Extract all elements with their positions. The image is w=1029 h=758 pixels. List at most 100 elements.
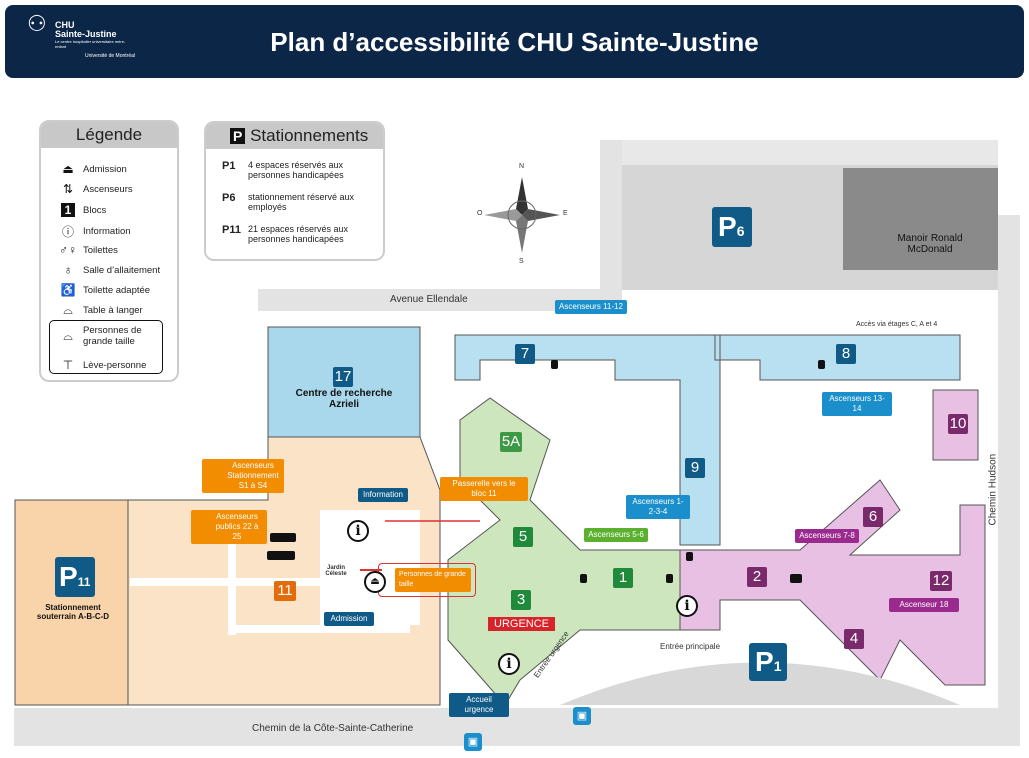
legend-label: Table à langer — [83, 305, 143, 316]
logo-name: CHU — [55, 20, 75, 30]
elevator-icon — [580, 574, 587, 583]
logo-tagline: Le centre hospitalier universitaire mère… — [55, 39, 126, 49]
elevator-icon: ⇅ — [62, 182, 74, 196]
road-side — [600, 140, 622, 310]
elevator-icon — [551, 360, 558, 369]
elevator-icon — [686, 552, 693, 561]
admission-icon[interactable]: ⏏ — [364, 571, 386, 593]
elevator-icon — [267, 551, 295, 560]
compass-rose-icon — [484, 177, 560, 253]
block-10[interactable]: 10 — [948, 414, 968, 434]
road-ellendale — [258, 289, 603, 311]
pink-zone — [679, 479, 986, 686]
toilets-icon: ♂♀ — [59, 243, 77, 257]
callout-passerelle[interactable]: Passerelle vers le bloc 11 — [440, 477, 528, 501]
callout-information[interactable]: Information — [358, 488, 408, 502]
block-2[interactable]: 2 — [747, 567, 767, 587]
road-cote — [14, 708, 1020, 746]
legend-label: Ascenseurs — [83, 183, 133, 195]
elevator-icon — [818, 360, 825, 369]
elevator-icon — [270, 533, 296, 542]
legend-label: Toilettes — [83, 244, 118, 256]
callout-asc-7-8[interactable]: Ascenseurs 7-8 — [795, 529, 859, 543]
parking-p1-sign: P1 — [749, 643, 787, 681]
block-4[interactable]: 4 — [844, 629, 864, 649]
callout-accueil-urgence[interactable]: Accueil urgence — [449, 693, 509, 717]
callout-asc-22-25[interactable]: Ascenseurs publics 22 à 25 — [191, 510, 267, 544]
elevator-icon — [666, 574, 673, 583]
page-title: Plan d’accessibilité CHU Sainte-Justine — [270, 27, 759, 57]
building-17-label: Centre de recherche Azrieli — [295, 388, 393, 410]
entree-principale-label: Entrée principale — [660, 642, 721, 651]
p11-label: Stationnement souterrain A-B-C-D — [36, 603, 110, 621]
green-zone — [447, 397, 681, 706]
parking-lot-p1 — [560, 662, 960, 705]
elevator-icon — [790, 574, 802, 583]
compass-o: O — [477, 210, 483, 217]
compass-n: N — [519, 163, 525, 170]
legend-label: Toilette adaptée — [83, 284, 151, 296]
callout-asc-18[interactable]: Ascenseur 18 — [889, 598, 959, 612]
manoir-building — [843, 168, 998, 270]
information-icon[interactable]: i — [347, 520, 369, 542]
information-icon[interactable]: i — [498, 653, 520, 675]
changing-table-icon: ⌓ — [63, 303, 73, 317]
information-icon: ⓘ — [61, 225, 74, 239]
legend-group-border — [49, 320, 163, 374]
parking-code: P11 — [222, 224, 241, 236]
callout-asc-stationnement[interactable]: Ascenseurs Stationnement S1 à S4 — [202, 459, 284, 493]
callout-asc-5-6[interactable]: Ascenseurs 5-6 — [584, 528, 648, 542]
accessible-toilet-icon: ♿ — [60, 283, 76, 297]
block-7[interactable]: 7 — [515, 344, 535, 364]
logo-name2: Sainte-Justine — [55, 29, 117, 39]
legend-label: Lève-personne — [83, 359, 147, 371]
legend-label: Admission — [83, 163, 127, 175]
urgence-label: URGENCE — [488, 617, 556, 631]
p11-zone — [14, 499, 129, 706]
callout-asc-1234[interactable]: Ascenseurs 1-2-3-4 — [626, 495, 690, 519]
block-5[interactable]: 5 — [513, 527, 533, 547]
blue-zone — [454, 334, 961, 546]
nursing-room-icon: ♁ — [63, 263, 73, 277]
bus-stop-icon: ▣ — [573, 707, 591, 725]
block-12[interactable]: 12 — [930, 571, 952, 591]
admission-icon: ⏏ — [62, 162, 74, 176]
legend-label: Personnes de grande taille — [83, 325, 142, 347]
block-6[interactable]: 6 — [863, 507, 883, 527]
block-17[interactable]: 17 — [333, 367, 353, 387]
callout-asc-11-12[interactable]: Ascenseurs 11-12 — [555, 300, 627, 314]
legend-label: Information — [83, 226, 131, 237]
parking-text: stationnement réservé aux employés — [248, 192, 355, 212]
block-11[interactable]: 11 — [274, 581, 296, 601]
jardin-label: Jardin Céleste — [325, 565, 347, 577]
block-8[interactable]: 8 — [836, 344, 856, 364]
block-1[interactable]: 1 — [613, 568, 633, 588]
parking-p6-sign: P6 — [712, 207, 752, 247]
logo-university: Université de Montréal — [84, 53, 135, 59]
parking-code: P6 — [222, 192, 236, 204]
callout-asc-13-14[interactable]: Ascenseurs 13-14 — [822, 392, 892, 416]
callout-admission[interactable]: Admission — [324, 612, 374, 626]
callout-grande-taille[interactable]: Personnes de grande taille — [395, 568, 471, 592]
parking-code: P1 — [222, 160, 236, 172]
header-banner: ⚇ CHU Sainte-Justine Le centre hospitali… — [5, 5, 1024, 78]
large-persons-icon: ⌓ — [63, 328, 73, 343]
road-hudson — [998, 215, 1020, 710]
compass-s: S — [519, 258, 524, 265]
bus-stop-icon: ▣ — [464, 733, 482, 751]
parking-icon: P — [230, 128, 246, 144]
information-icon[interactable]: i — [676, 595, 698, 617]
acces-label: Accès via étages C, A et 4 — [856, 321, 938, 328]
manoir-label: Manoir Ronald McDonald — [897, 233, 963, 255]
street-hudson: Chemin Hudson — [987, 453, 999, 526]
patient-lift-icon: ⊤ — [62, 358, 74, 372]
block-9[interactable]: 9 — [685, 458, 705, 478]
block-5a[interactable]: 5A — [500, 432, 522, 452]
parking-text: 21 espaces réservés aux personnes handic… — [248, 224, 349, 244]
legend-label: Blocs — [83, 204, 107, 216]
parking-p11-sign: P11 — [55, 557, 95, 597]
block-3[interactable]: 3 — [511, 590, 531, 610]
